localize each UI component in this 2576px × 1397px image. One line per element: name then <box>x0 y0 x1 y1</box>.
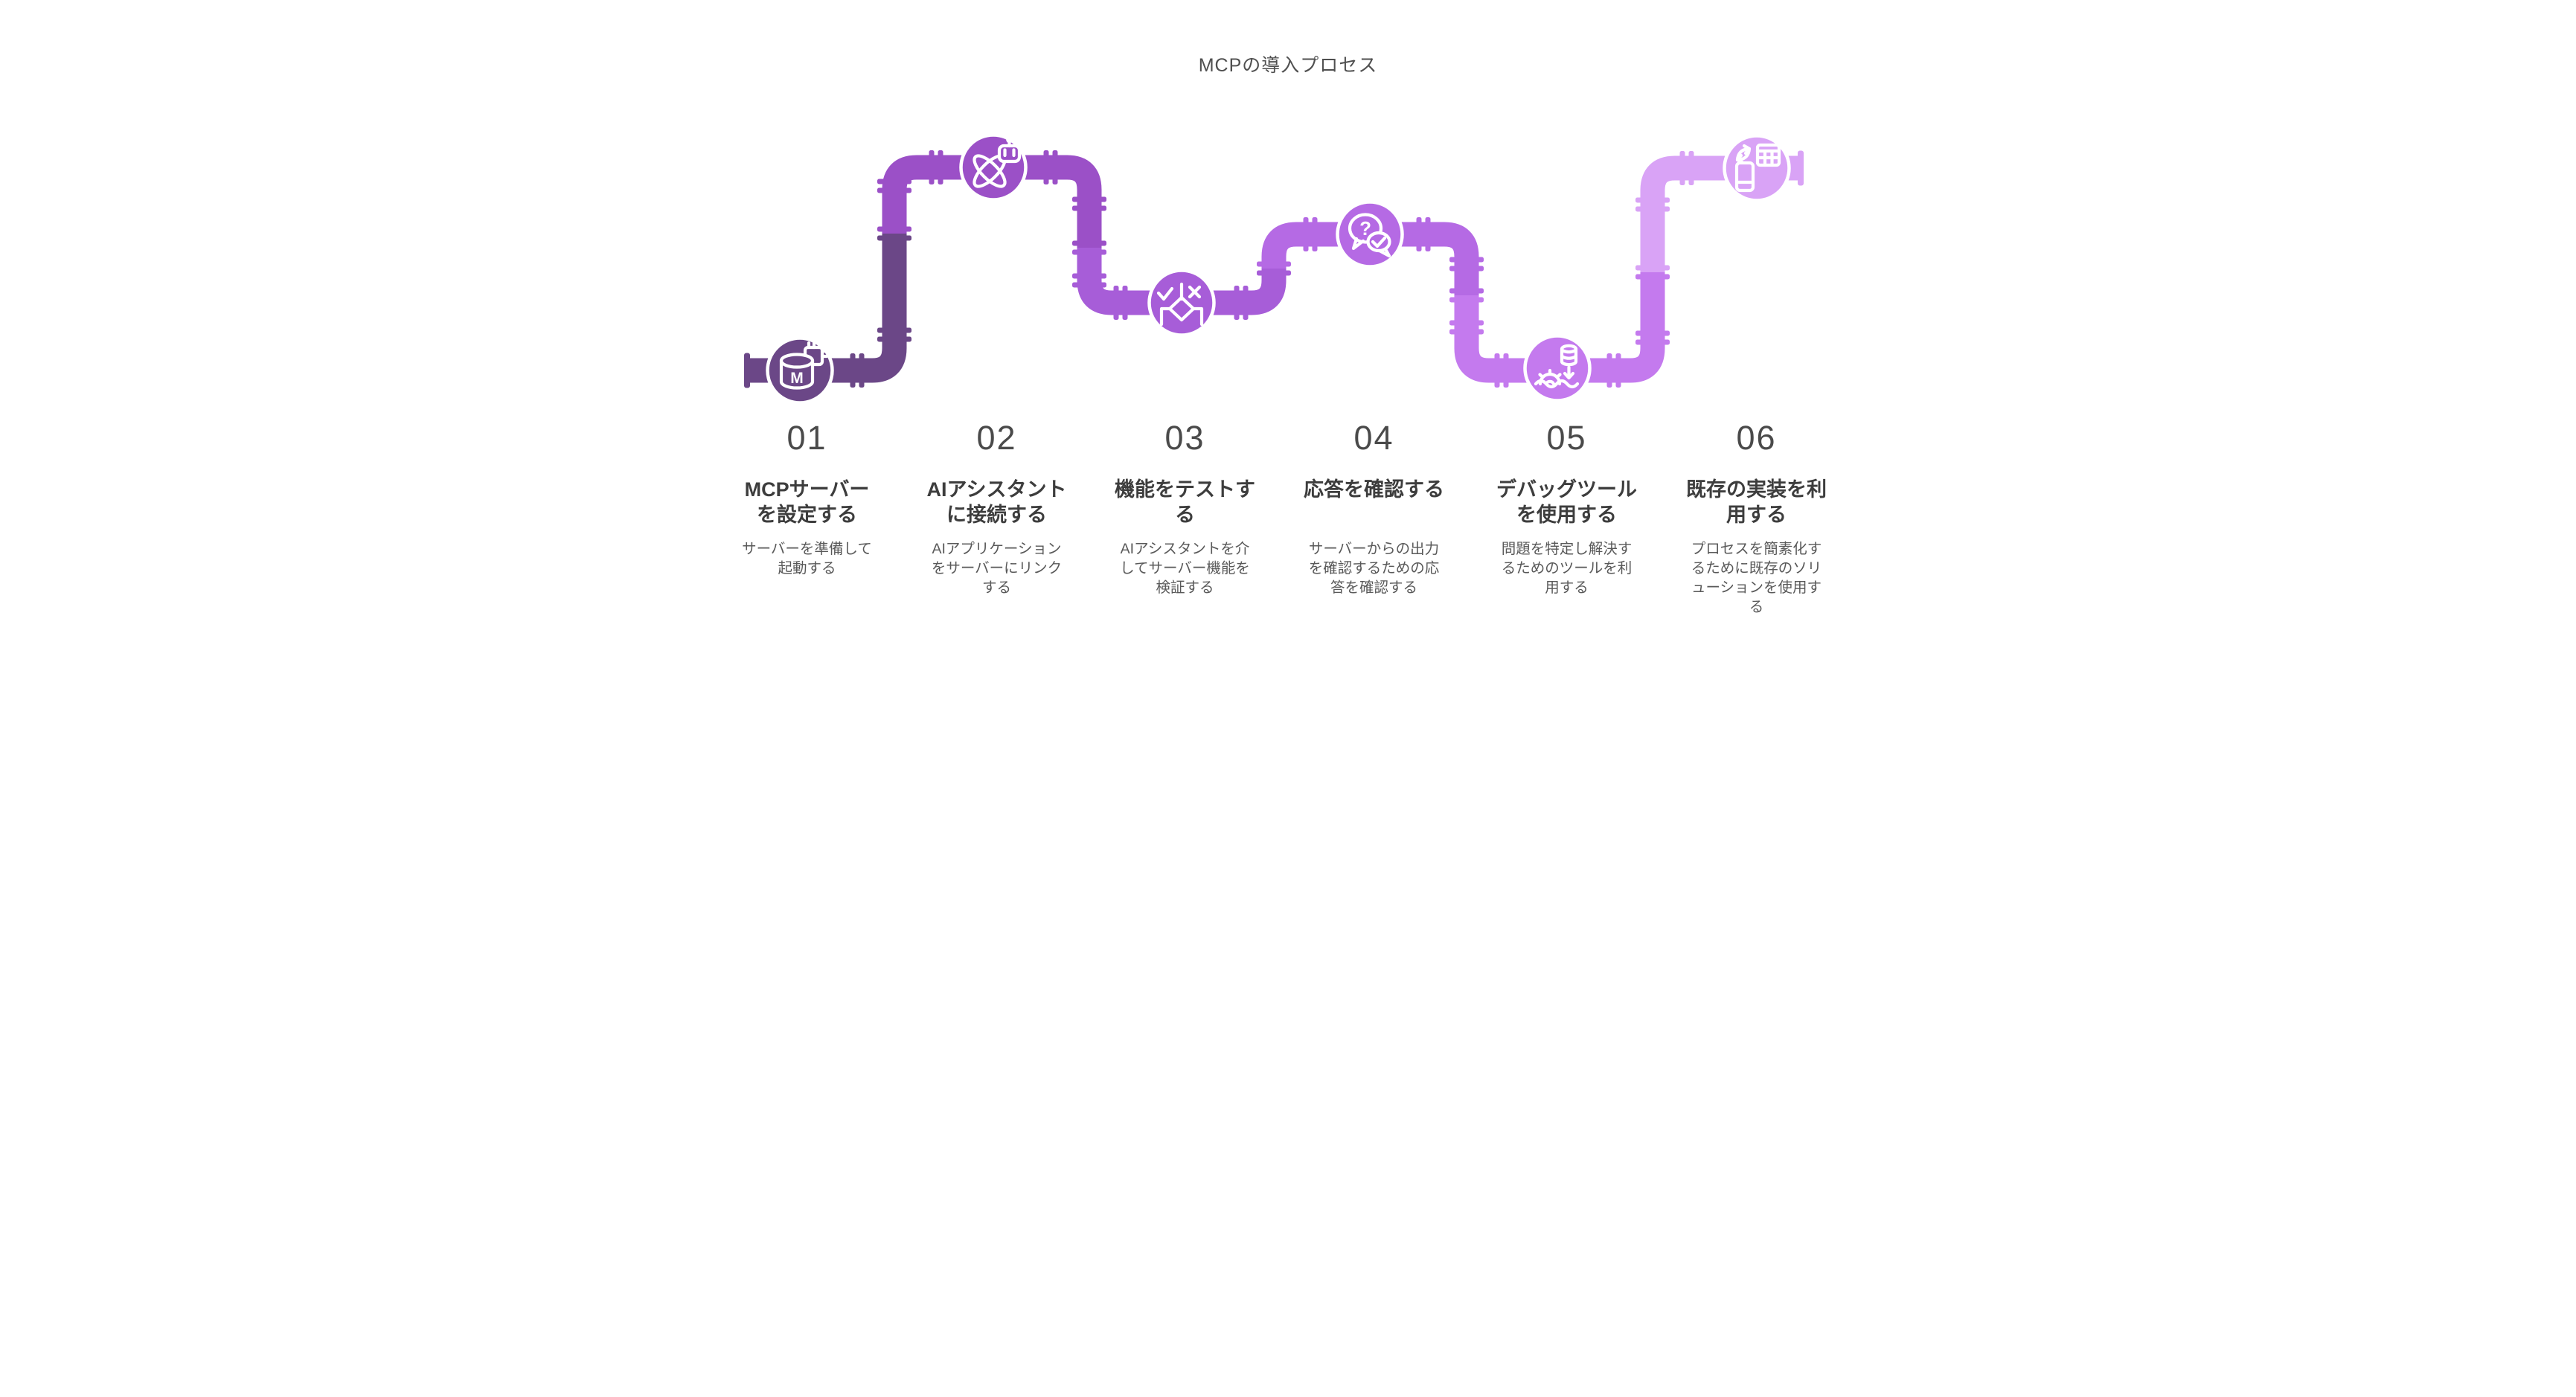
step-5: 05 デバッグツール を使用する 問題を特定し解決す るためのツールを利 用する <box>1490 421 1644 597</box>
pipe-end-ring <box>1797 150 1804 186</box>
question-answer-chat-icon: ? <box>1348 213 1391 258</box>
step-3: 03 機能をテストす る AIアシスタントを介 してサーバー機能を 検証する <box>1109 421 1262 597</box>
step-5-icon-circle <box>1522 334 1592 402</box>
pipe-flange <box>1113 286 1127 320</box>
mcp-process-infographic: MCPの導入プロセス <box>644 0 1932 698</box>
pipe-flange-transition <box>1449 288 1484 303</box>
pipe-flange <box>1449 320 1484 335</box>
pipe-segment-6 <box>1640 155 1799 272</box>
step-description: サーバーを準備して 起動する <box>742 541 872 577</box>
pipe-flange <box>1635 197 1670 212</box>
pipe-flange-transition <box>1635 265 1670 280</box>
step-6: 06 既存の実装を利 用する プロセスを簡素化す るために既存のソリ ューション… <box>1680 421 1833 617</box>
pipe-segment-1 <box>748 234 906 383</box>
page-title: MCPの導入プロセス <box>1198 55 1378 76</box>
pipe-flange <box>1494 353 1508 388</box>
pipe-flange <box>1635 330 1670 345</box>
step-title: デバッグツール を使用する <box>1496 478 1637 527</box>
pipe-flange <box>1606 353 1621 388</box>
pipe-flange <box>1071 273 1106 288</box>
step-number: 01 <box>786 419 827 457</box>
step-title: 機能をテストす る <box>1115 478 1255 527</box>
pipe-flange <box>929 150 943 184</box>
step-description: 問題を特定し解決す るためのツールを利 用する <box>1501 541 1633 597</box>
step-description: AIアプリケーション をサーバーにリンク する <box>931 541 1063 597</box>
pipe-flange-transition <box>1071 240 1106 255</box>
pipe-flange <box>1416 217 1430 251</box>
step-number: 06 <box>1736 419 1777 457</box>
test-decision-icon <box>1156 282 1203 327</box>
step-3-icon-circle <box>1147 269 1216 337</box>
step-description: AIアシスタントを介 してサーバー機能を 検証する <box>1120 541 1250 597</box>
pipeline-diagram: M ? <box>743 133 1804 405</box>
step-description: サーバーからの出力 を確認するための応 答を確認する <box>1308 541 1440 597</box>
pipe-end-ring <box>743 353 750 388</box>
pipe-flange <box>877 179 911 193</box>
step-number: 04 <box>1353 419 1394 457</box>
step-4: 04 応答を確認する サーバーからの出力 を確認するための応 答を確認する <box>1298 421 1451 597</box>
step-number: 02 <box>976 419 1017 457</box>
pipe-flange <box>1303 217 1317 251</box>
step-1: 01 MCPサーバー を設定する サーバーを準備して 起動する <box>731 421 884 578</box>
pipe-flange <box>1449 257 1484 272</box>
step-2: 02 AIアシスタント に接続する AIアプリケーション をサーバーにリンク す… <box>920 421 1074 597</box>
step-description: プロセスを簡素化す るために既存のソリ ューションを使用す る <box>1691 541 1822 616</box>
step-title: AIアシスタント に接続する <box>926 478 1067 527</box>
step-number: 03 <box>1164 419 1205 457</box>
pipe-flange <box>877 327 911 342</box>
pipe-flange-transition <box>1256 261 1291 276</box>
step-title: 応答を確認する <box>1304 478 1444 501</box>
debug-data-gear-icon <box>1534 344 1579 389</box>
pipe-flanges <box>850 150 1694 388</box>
question-mark-glyph: ? <box>1359 217 1371 240</box>
pipe-flange <box>1234 286 1248 320</box>
step-title: MCPサーバー を設定する <box>744 478 870 527</box>
ai-assistant-atom-icon <box>972 136 1021 188</box>
database-chip-icon: M <box>779 341 828 390</box>
device-sync-icon <box>1734 143 1781 193</box>
pipe-flange <box>1043 150 1057 184</box>
pipe-flange <box>850 353 864 388</box>
pipe-flange <box>1679 151 1694 185</box>
database-m-label: M <box>790 370 804 387</box>
pipe-flange-transition <box>877 226 911 241</box>
step-number: 05 <box>1546 419 1587 457</box>
step-title: 既存の実装を利 用する <box>1686 478 1827 527</box>
pipe-flange <box>1071 196 1106 211</box>
